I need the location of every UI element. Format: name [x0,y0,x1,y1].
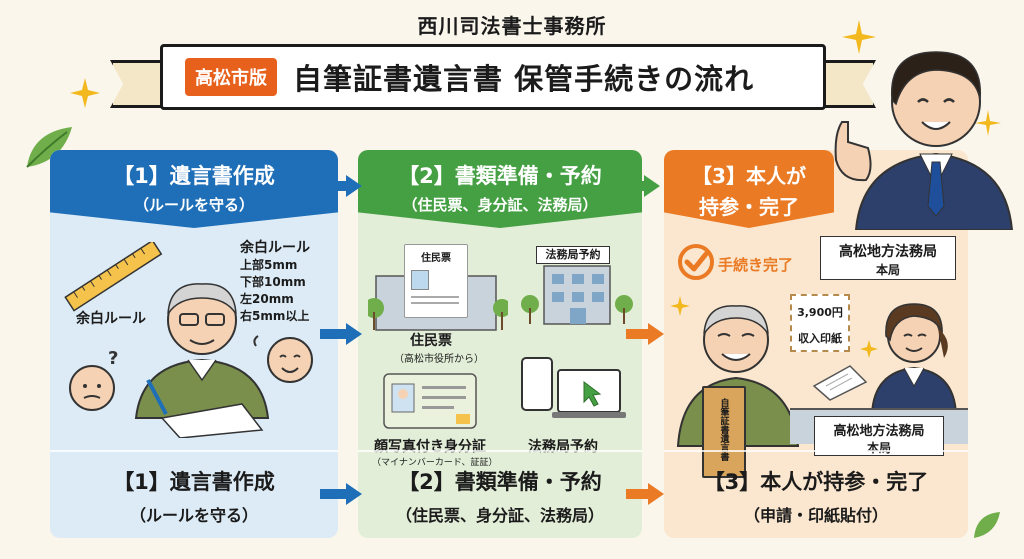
arrow-right-icon [346,483,362,505]
margin-rules: 余白ルール 上部5mm 下部10mm 左20mm 右5mm以上 [240,240,310,325]
application-paper-icon [812,365,868,401]
ruler-icon [64,242,163,312]
arrow-right-icon [346,175,362,197]
revenue-stamp: 3,900円 収入印紙 [790,294,850,352]
resident-record-label: 住民票 [410,333,452,349]
arrow-2-to-3-middle [626,329,650,339]
step1-footer: 【1】遺言書作成 （ルールを守る） [50,450,338,538]
step2-title: 【2】書類準備・予約 [398,164,602,188]
legal-bureau-sign-branch: 本局 [875,263,900,277]
step2-footer-subtitle: （住民票、身分証、法務局） [395,506,604,525]
scrivener-mascot-illustration [834,51,1014,230]
step3-footer-title: 【3】本人が持参・完了 [703,470,929,494]
confused-face-icon: ? [69,350,118,411]
sparkle-icon [70,78,100,108]
leaf-icon [974,512,1000,538]
photo-id-examples: （マイナンバーカード、証証） [372,458,498,468]
arrow-1-to-2-middle [320,329,348,339]
resident-record-document: 住民票 [404,244,468,318]
arrow-right-icon [648,323,664,345]
arrow-1-to-2-bottom [320,489,348,499]
step3-title: 【3】本人が [692,164,806,188]
margin-rules-title: 余白ルール [240,240,310,256]
revenue-stamp-label: 収入印紙 [798,332,842,345]
margin-rule-top: 上部5mm [240,258,298,272]
step2-footer-title: 【2】書類準備・予約 [398,470,602,494]
sparkle-icon [842,20,876,54]
step1-panel: 【1】遺言書作成 （ルールを守る） 余白ルール 余白ルール 上部5mm 下部10… [50,150,338,538]
legal-bureau-building-icon [521,265,633,325]
step3-footer: 【3】本人が持参・完了 （申請・印紙貼付） [664,450,968,538]
resident-record-doc-title: 住民票 [421,253,451,264]
will-envelope: 自筆証書遺言書 [702,386,746,478]
step2-subtitle: （住民票、身分証、法務局） [402,196,598,214]
step1-footer-subtitle: （ルールを守る） [129,506,258,525]
procedure-complete-label: 手続き完了 [718,256,794,274]
photo-id-card-icon [383,373,477,429]
bureau-clerk-illustration [870,303,958,414]
margin-rule-bottom: 下部10mm [240,275,306,289]
arrow-2-to-3-bottom [626,489,650,499]
title-banner: 高松市版 自筆証書遺言書 保管手続きの流れ [160,44,826,110]
arrow-2-to-3-top [626,181,646,191]
online-reservation-devices-icon [521,357,626,418]
arrow-right-icon [644,175,660,197]
sparkle-icon [860,340,878,358]
step3-title-line2: 持参・完了 [699,195,799,219]
sparkle-icon [670,296,690,316]
page-title: 自筆証書遺言書 保管手続きの流れ [293,62,755,96]
elderly-man-writing-illustration [134,283,270,438]
checkmark-icon [678,244,714,280]
bureau-reservation-sign: 法務局予約 [536,246,610,264]
revenue-stamp-price: 3,900円 [797,306,843,319]
arrow-1-to-2-top [314,181,348,191]
step2-panel: 【2】書類準備・予約 （住民票、身分証、法務局） 住民票 法務局予約 住民票 （… [358,150,642,538]
margin-rule-right: 右5mm以上 [240,309,310,323]
step3-footer-subtitle: （申請・印紙貼付） [743,506,888,525]
leaf-icon [26,127,72,168]
sparkle-icon [975,110,1001,136]
legal-bureau-sign: 高松地方法務局 本局 [820,236,956,280]
step2-header: 【2】書類準備・予約 （住民票、身分証、法務局） [358,150,642,228]
office-name: 西川司法書士事務所 [417,14,607,38]
legal-bureau-sign-name: 高松地方法務局 [839,244,937,260]
city-tag: 高松市版 [185,58,277,96]
arrow-right-icon [648,483,664,505]
svg-text:?: ? [108,350,118,369]
step1-title: 【1】遺言書作成 [113,164,275,188]
step1-header: 【1】遺言書作成 （ルールを守る） [50,150,338,228]
step3-header: 【3】本人が 持参・完了 [664,150,834,228]
step1-subtitle: （ルールを守る） [133,196,254,214]
ruler-label: 余白ルール [76,311,146,327]
step1-footer-title: 【1】遺言書作成 [113,470,275,494]
step2-footer: 【2】書類準備・予約 （住民票、身分証、法務局） [358,450,642,538]
margin-rule-left: 左20mm [240,292,294,306]
arrow-right-icon [346,323,362,345]
smiling-face-icon [253,335,313,383]
counter-sign-name: 高松地方法務局 [833,424,925,439]
resident-record-source: （高松市役所から） [394,354,484,365]
counter-sign: 高松地方法務局 本局 [814,416,944,456]
will-envelope-text: 自筆証書遺言書 [718,398,729,461]
